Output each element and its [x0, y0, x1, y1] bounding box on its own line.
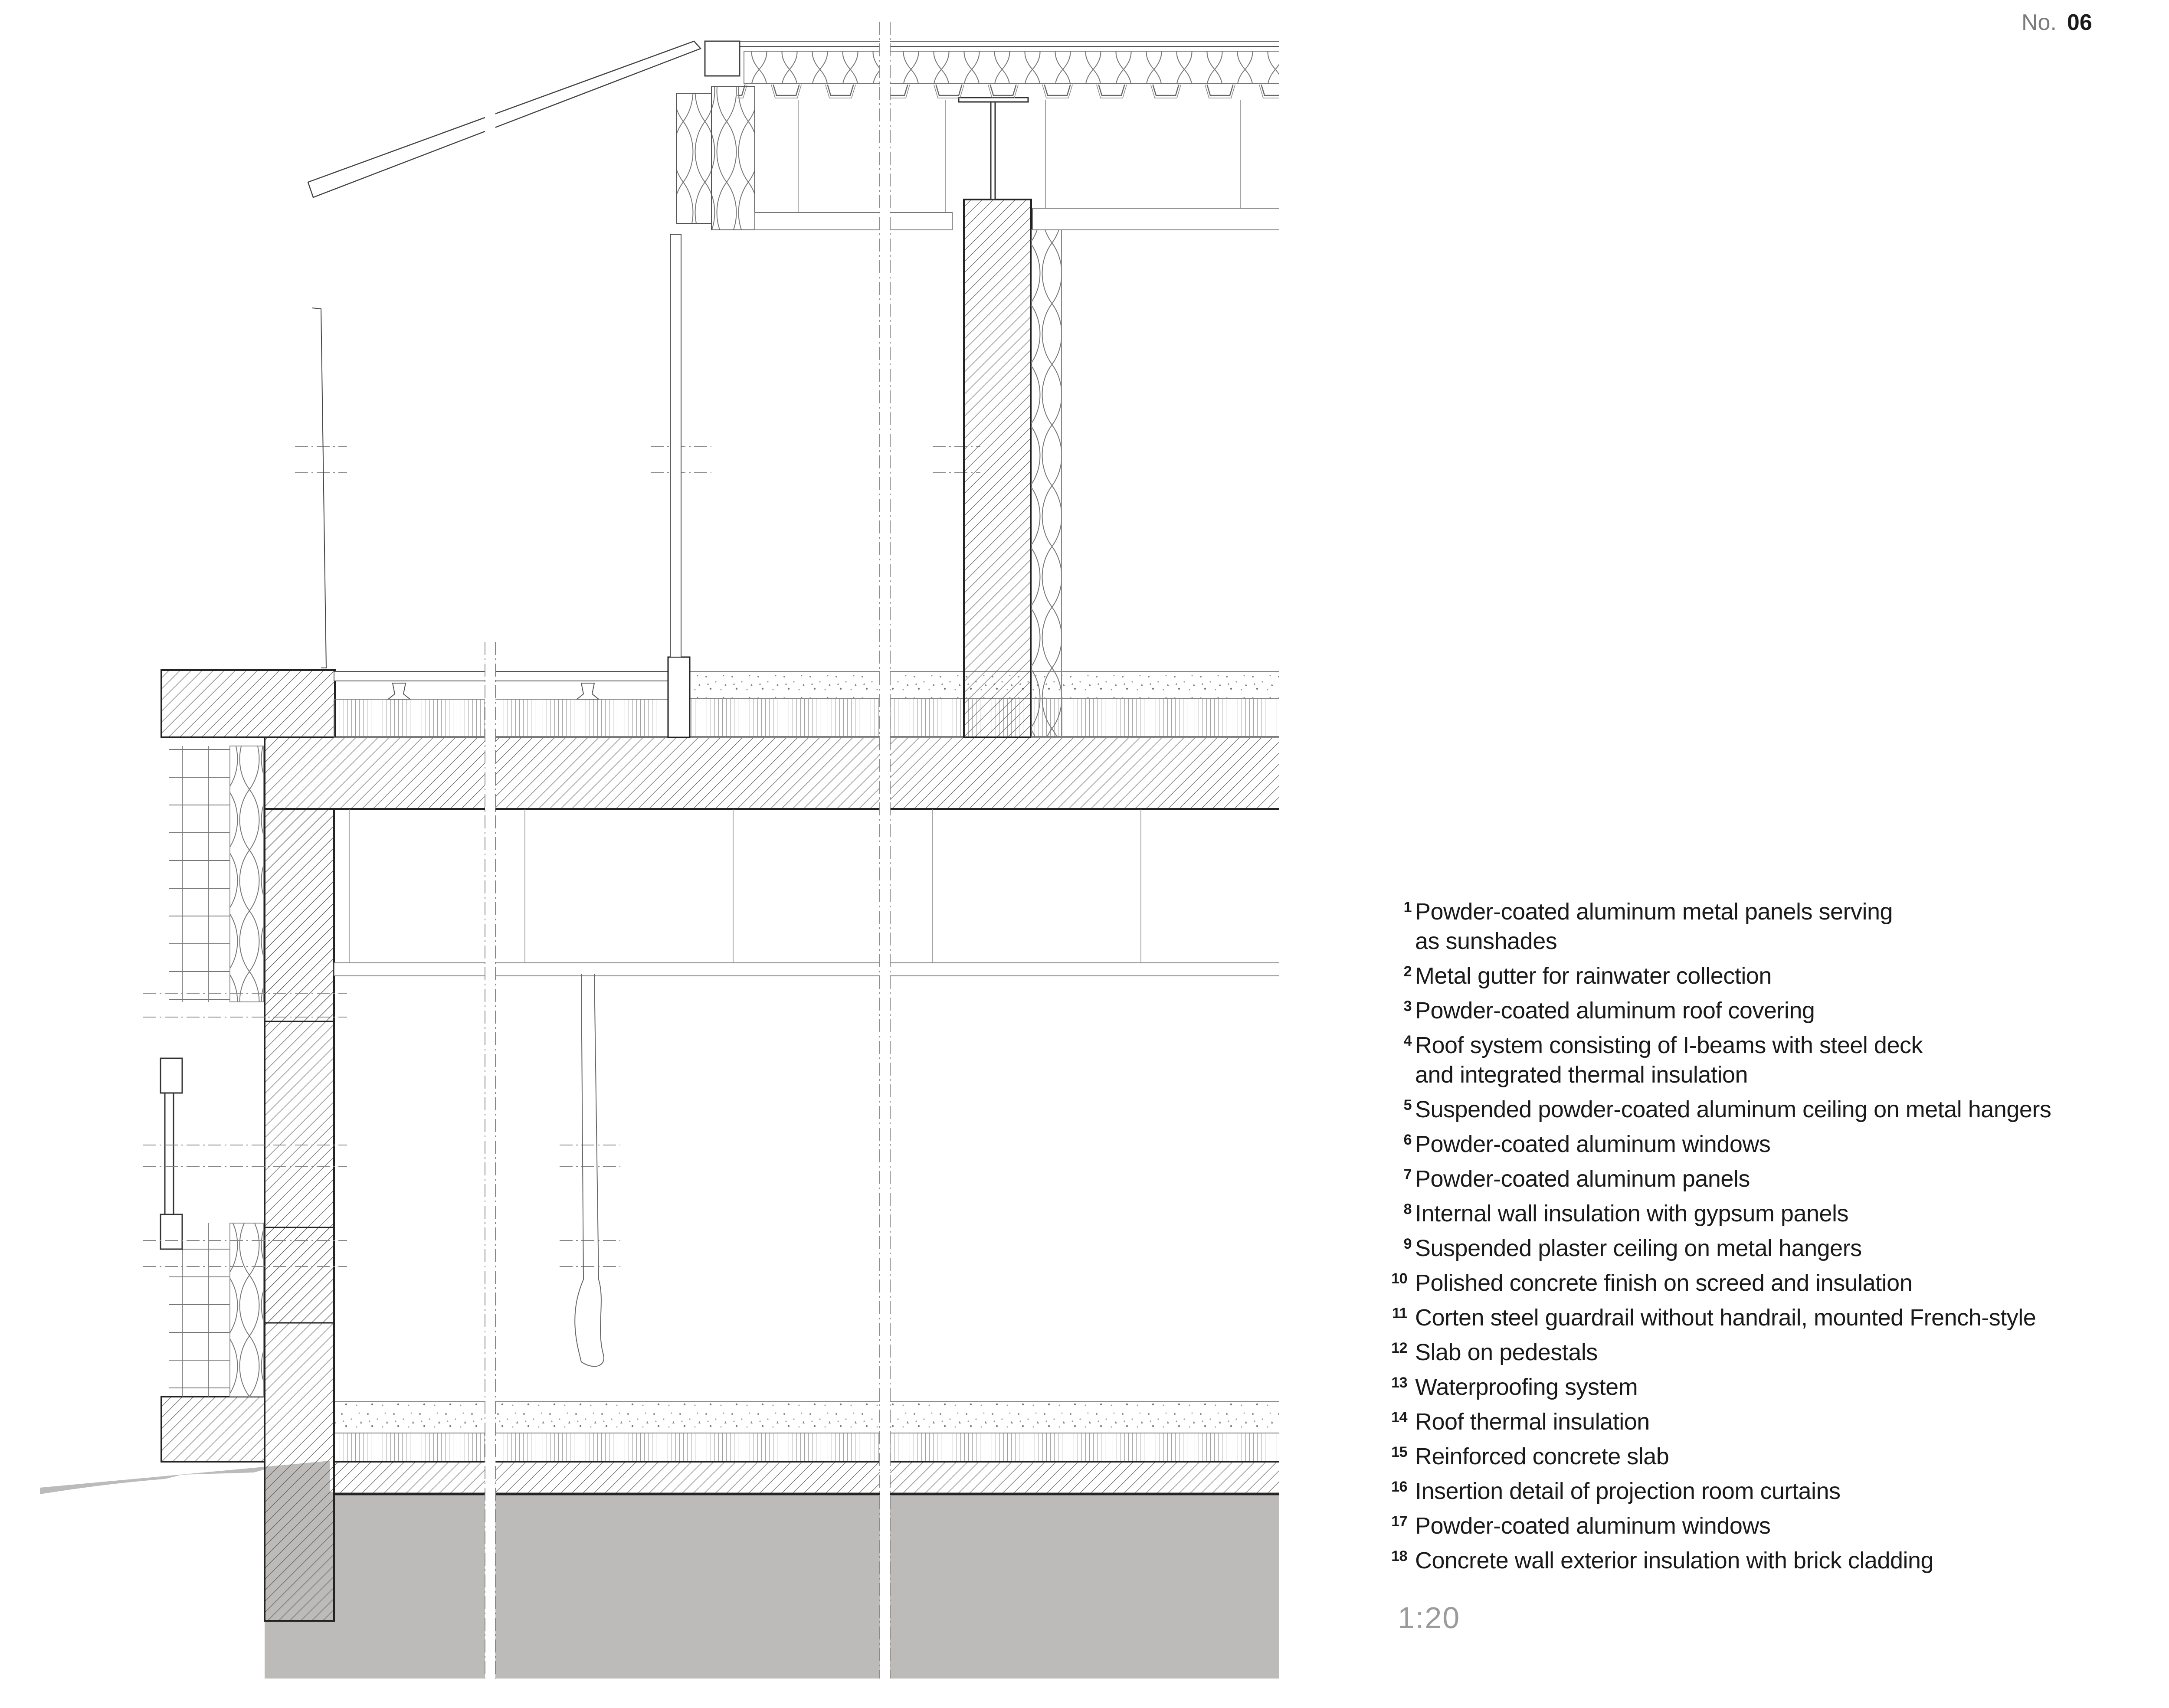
- legend-item: 5 Suspended powder-coated aluminum ceili…: [1398, 1095, 2157, 1124]
- legend-number: 12: [1391, 1340, 1407, 1356]
- legend-number: 15: [1391, 1444, 1407, 1460]
- legend-item: 2 Metal gutter for rainwater collection: [1398, 961, 2157, 991]
- legend-number: 16: [1391, 1479, 1407, 1495]
- legend-number: 18: [1391, 1548, 1407, 1564]
- legend-number: 10: [1391, 1270, 1407, 1287]
- legend-item: 10 Polished concrete finish on screed an…: [1391, 1268, 2157, 1298]
- window-frame-lower: [160, 1214, 183, 1250]
- legend-item: 13 Waterproofing system: [1391, 1372, 2157, 1402]
- first-floor-slab: [264, 736, 1281, 810]
- projection-curtain: [574, 973, 604, 1367]
- legend-number: 9: [1403, 1236, 1412, 1252]
- legend-text: Reinforced concrete slab: [1415, 1443, 1669, 1469]
- legend-text: Powder-coated aluminum roof covering: [1415, 998, 1815, 1024]
- legend-text: Waterproofing system: [1415, 1374, 1638, 1400]
- legend-item: 12 Slab on pedestals: [1391, 1338, 2157, 1367]
- drawing-scale: 1:20: [1398, 1601, 1461, 1635]
- upper-facade-panel-inner: [711, 86, 755, 230]
- window-glass: [164, 1092, 174, 1215]
- legend-number: 1: [1403, 899, 1412, 916]
- legend-number: 17: [1391, 1513, 1407, 1530]
- legend-text: Powder-coated aluminum metal panels serv…: [1415, 899, 1893, 925]
- foundation-ledge: [161, 1396, 265, 1463]
- legend-text: Powder-coated aluminum panels: [1415, 1166, 1750, 1192]
- terrace-window-sill: [667, 656, 691, 738]
- legend-number: 6: [1403, 1132, 1412, 1148]
- brick-cladding-upper: [169, 746, 230, 1002]
- interior-concrete-wall: [963, 199, 1032, 738]
- window-frame-upper: [160, 1057, 183, 1094]
- legend-text: Suspended powder-coated aluminum ceiling…: [1415, 1096, 2051, 1122]
- page-header: No. 06 The house of memory: [2022, 10, 2092, 44]
- legend-item: 6 Powder-coated aluminum windows: [1398, 1129, 2157, 1159]
- brick-cladding-lower: [169, 1223, 230, 1397]
- upper-ceiling-right: [1032, 208, 1280, 230]
- roof-insulation: [744, 51, 1280, 84]
- steel-deck: [737, 85, 1280, 104]
- legend-text: Insertion detail of projection room curt…: [1415, 1478, 1841, 1504]
- legend-text-continued: as sunshades: [1415, 928, 1557, 954]
- roof-covering: [739, 41, 1280, 47]
- legend-text: Powder-coated aluminum windows: [1415, 1513, 1771, 1539]
- terrace-window: [670, 234, 681, 658]
- terrace-insulation: [334, 699, 668, 738]
- legend-item: 3 Powder-coated aluminum roof covering: [1398, 996, 2157, 1025]
- legend-number: 7: [1403, 1166, 1412, 1183]
- gutter: [704, 40, 740, 77]
- ground-ceiling: [334, 962, 1280, 976]
- legend-number: 5: [1403, 1097, 1412, 1113]
- number-value: 06: [2067, 10, 2092, 35]
- legend-item: 14 Roof thermal insulation: [1391, 1407, 2157, 1436]
- upper-facade-panel: [676, 93, 712, 224]
- ground-slab-insulation: [334, 1433, 1280, 1462]
- ground-under-slab: [330, 1492, 1280, 1679]
- sunshade-panel: [307, 40, 702, 198]
- steel-i-beam: [958, 97, 1029, 200]
- ground-slab-finish: [334, 1401, 1280, 1433]
- legend-item: 7 Powder-coated aluminum panels: [1398, 1164, 2157, 1194]
- legend-item: 15 Reinforced concrete slab: [1391, 1442, 2157, 1471]
- wall-insulation-upper: [229, 746, 264, 1002]
- terrace-pavers: [334, 671, 668, 681]
- legend-item: 9 Suspended plaster ceiling on metal han…: [1398, 1234, 2157, 1263]
- legend-text: Powder-coated aluminum windows: [1415, 1131, 1771, 1157]
- legend-text: Concrete wall exterior insulation with b…: [1415, 1548, 1934, 1574]
- legend-text: Roof system consisting of I-beams with s…: [1415, 1032, 1923, 1058]
- concrete-wall-lower: [264, 1227, 335, 1324]
- legend-item: 16 Insertion detail of projection room c…: [1391, 1476, 2157, 1506]
- parapet-block: [161, 669, 336, 738]
- legend-text: Suspended plaster ceiling on metal hange…: [1415, 1235, 1862, 1261]
- legend-text: Metal gutter for rainwater collection: [1415, 963, 1772, 989]
- legend-item: 8 Internal wall insulation with gypsum p…: [1398, 1199, 2157, 1228]
- number-label: No.: [2022, 10, 2057, 35]
- interior-wall-insulation: [1031, 229, 1062, 738]
- legend-number: 3: [1403, 998, 1412, 1014]
- legend-item: 17 Powder-coated aluminum windows: [1391, 1511, 2157, 1541]
- legend-number: 11: [1392, 1305, 1407, 1322]
- legend-number: 14: [1391, 1409, 1407, 1426]
- section-detail-drawing: [40, 22, 1281, 1679]
- legend-item: 18 Concrete wall exterior insulation wit…: [1391, 1546, 2157, 1575]
- legend-number: 8: [1403, 1201, 1412, 1217]
- legend-text: Polished concrete finish on screed and i…: [1415, 1270, 1913, 1296]
- pedestals: [387, 683, 600, 700]
- ceiling-hangers: [349, 100, 1241, 963]
- legend-text-continued: and integrated thermal insulation: [1415, 1062, 1748, 1088]
- legend: 1 Powder-coated aluminum metal panels se…: [1391, 897, 2157, 1580]
- legend-item: 11 Corten steel guardrail without handra…: [1392, 1303, 2157, 1332]
- legend-number: 4: [1403, 1033, 1412, 1049]
- concrete-wall-upper: [264, 808, 335, 1022]
- legend-item: 4 Roof system consisting of I-beams with…: [1398, 1031, 2157, 1090]
- guardrail-post: [312, 308, 327, 668]
- legend-text: Roof thermal insulation: [1415, 1409, 1650, 1435]
- wall-insulation-lower: [229, 1223, 264, 1397]
- legend-item: 1 Powder-coated aluminum metal panels se…: [1398, 897, 2157, 956]
- upper-ceiling-left: [754, 212, 953, 230]
- legend-number: 13: [1391, 1374, 1407, 1391]
- legend-text: Internal wall insulation with gypsum pan…: [1415, 1201, 1849, 1227]
- ground-slab-concrete: [333, 1461, 1281, 1495]
- legend-number: 2: [1403, 963, 1412, 980]
- legend-text: Slab on pedestals: [1415, 1339, 1598, 1365]
- legend-text: Corten steel guardrail without handrail,…: [1415, 1305, 2036, 1331]
